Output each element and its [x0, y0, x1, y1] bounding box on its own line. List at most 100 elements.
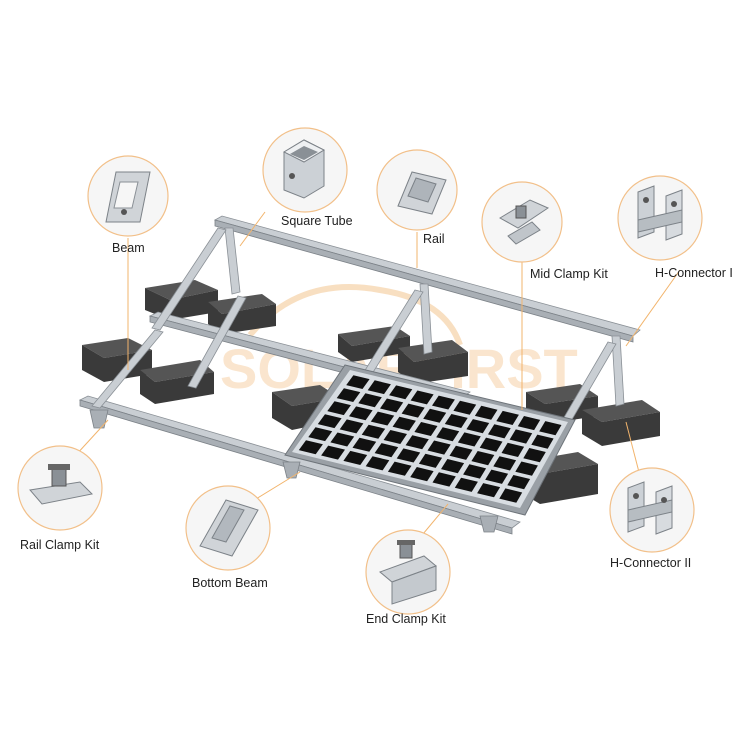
label-beam: Beam — [112, 241, 145, 255]
mid-clamp-icon — [499, 199, 550, 245]
label-rail-clamp-kit: Rail Clamp Kit — [20, 538, 100, 552]
beam — [151, 227, 227, 331]
panel-cell — [374, 443, 399, 458]
panel-cells — [298, 375, 562, 503]
panel-cell — [423, 408, 447, 423]
panel-cell — [330, 432, 355, 447]
rail-foot — [479, 515, 499, 533]
callout-mid-clamp-kit — [481, 181, 563, 263]
panel-cell — [509, 429, 533, 444]
end-clamp-icon — [379, 540, 437, 605]
panel-cell — [317, 414, 342, 429]
panel-cell — [336, 388, 361, 402]
panel-cell — [453, 400, 477, 415]
panel-cell — [410, 390, 434, 405]
label-end-clamp-kit: End Clamp Kit — [366, 612, 446, 626]
panel-cell — [477, 483, 501, 498]
panel-cell — [414, 422, 438, 436]
panel-cell — [349, 406, 373, 421]
rail-clamp-icon — [29, 464, 94, 505]
square-tube-icon — [282, 139, 326, 199]
panel-cell — [441, 459, 465, 474]
panel-cell — [389, 385, 413, 400]
panel-cell — [444, 414, 468, 428]
panel-cell — [457, 432, 481, 447]
panel-cell — [531, 434, 554, 449]
panel-cell — [358, 393, 382, 408]
panel-cell — [418, 453, 443, 468]
callout-rail — [376, 149, 458, 231]
panel-cell — [501, 442, 525, 457]
panel-cell — [370, 411, 395, 426]
panel-cell — [436, 427, 460, 442]
panel-cell — [380, 398, 404, 413]
panel-cell — [507, 475, 531, 490]
panel-cell — [387, 461, 412, 476]
panel-cell — [539, 421, 562, 436]
panel-cell — [427, 440, 451, 455]
panel-cell — [392, 416, 416, 431]
panel-cell — [352, 437, 377, 452]
label-h-connector-1: H-Connector I — [655, 266, 733, 280]
square-tube — [419, 283, 433, 355]
panel-cell — [343, 450, 368, 465]
ballast-block — [398, 340, 468, 384]
panel-cell — [449, 445, 473, 460]
rail-icon — [397, 171, 447, 215]
label-square-tube: Square Tube — [281, 214, 353, 228]
panel-cell — [346, 375, 370, 389]
callout-h-connector-1 — [617, 175, 703, 261]
panel-cell — [298, 440, 323, 455]
bottom-beam-icon — [199, 499, 259, 557]
panel-cell — [432, 472, 456, 487]
beam — [187, 295, 247, 389]
panel-cell — [432, 395, 455, 410]
ballast-block — [582, 400, 660, 446]
panel-cell — [499, 488, 523, 503]
label-rail: Rail — [423, 232, 445, 246]
panel-cell — [410, 467, 434, 482]
h-connector-1-icon — [637, 185, 683, 241]
panel-cell — [383, 430, 407, 444]
panel-cell — [523, 448, 546, 463]
label-bottom-beam: Bottom Beam — [192, 576, 268, 590]
callout-beam — [87, 155, 169, 237]
rail-foot — [282, 461, 301, 479]
panel-cell — [361, 424, 386, 439]
panel-cell — [401, 403, 425, 418]
ballast-blocks — [82, 280, 660, 504]
solar-panel — [284, 364, 576, 516]
callout-rail-clamp-kit — [17, 445, 103, 531]
panel-cell — [474, 405, 498, 420]
panel-cell — [396, 448, 421, 463]
panel-cell — [466, 419, 490, 434]
callout-bottom-beam — [185, 485, 271, 571]
callout-h-connector-2 — [609, 467, 695, 553]
panel-cell — [321, 445, 345, 460]
panel-cell — [517, 416, 541, 431]
square-tube — [611, 335, 625, 407]
square-tube — [224, 227, 241, 295]
panel-cell — [485, 469, 509, 484]
panel-cell — [308, 427, 333, 442]
panel-cell — [367, 380, 391, 395]
panel-cell — [479, 437, 503, 452]
rail-foot — [89, 409, 109, 429]
panel-cell — [515, 461, 538, 476]
callout-end-clamp-kit — [365, 529, 451, 615]
panel-cell — [496, 410, 519, 425]
label-mid-clamp-kit: Mid Clamp Kit — [530, 267, 608, 281]
panel-cell — [471, 451, 495, 466]
mounting-frame — [78, 215, 641, 535]
panel-cell — [327, 401, 351, 416]
panel-cell — [405, 435, 429, 450]
h-connector-2-icon — [627, 481, 673, 535]
panel-cell — [339, 419, 364, 434]
callout-square-tube — [262, 127, 348, 213]
panel-cell — [365, 456, 390, 471]
panel-cell — [463, 464, 487, 479]
beam-icon — [105, 171, 151, 223]
panel-cell — [488, 424, 511, 439]
panel-cell — [454, 477, 478, 492]
